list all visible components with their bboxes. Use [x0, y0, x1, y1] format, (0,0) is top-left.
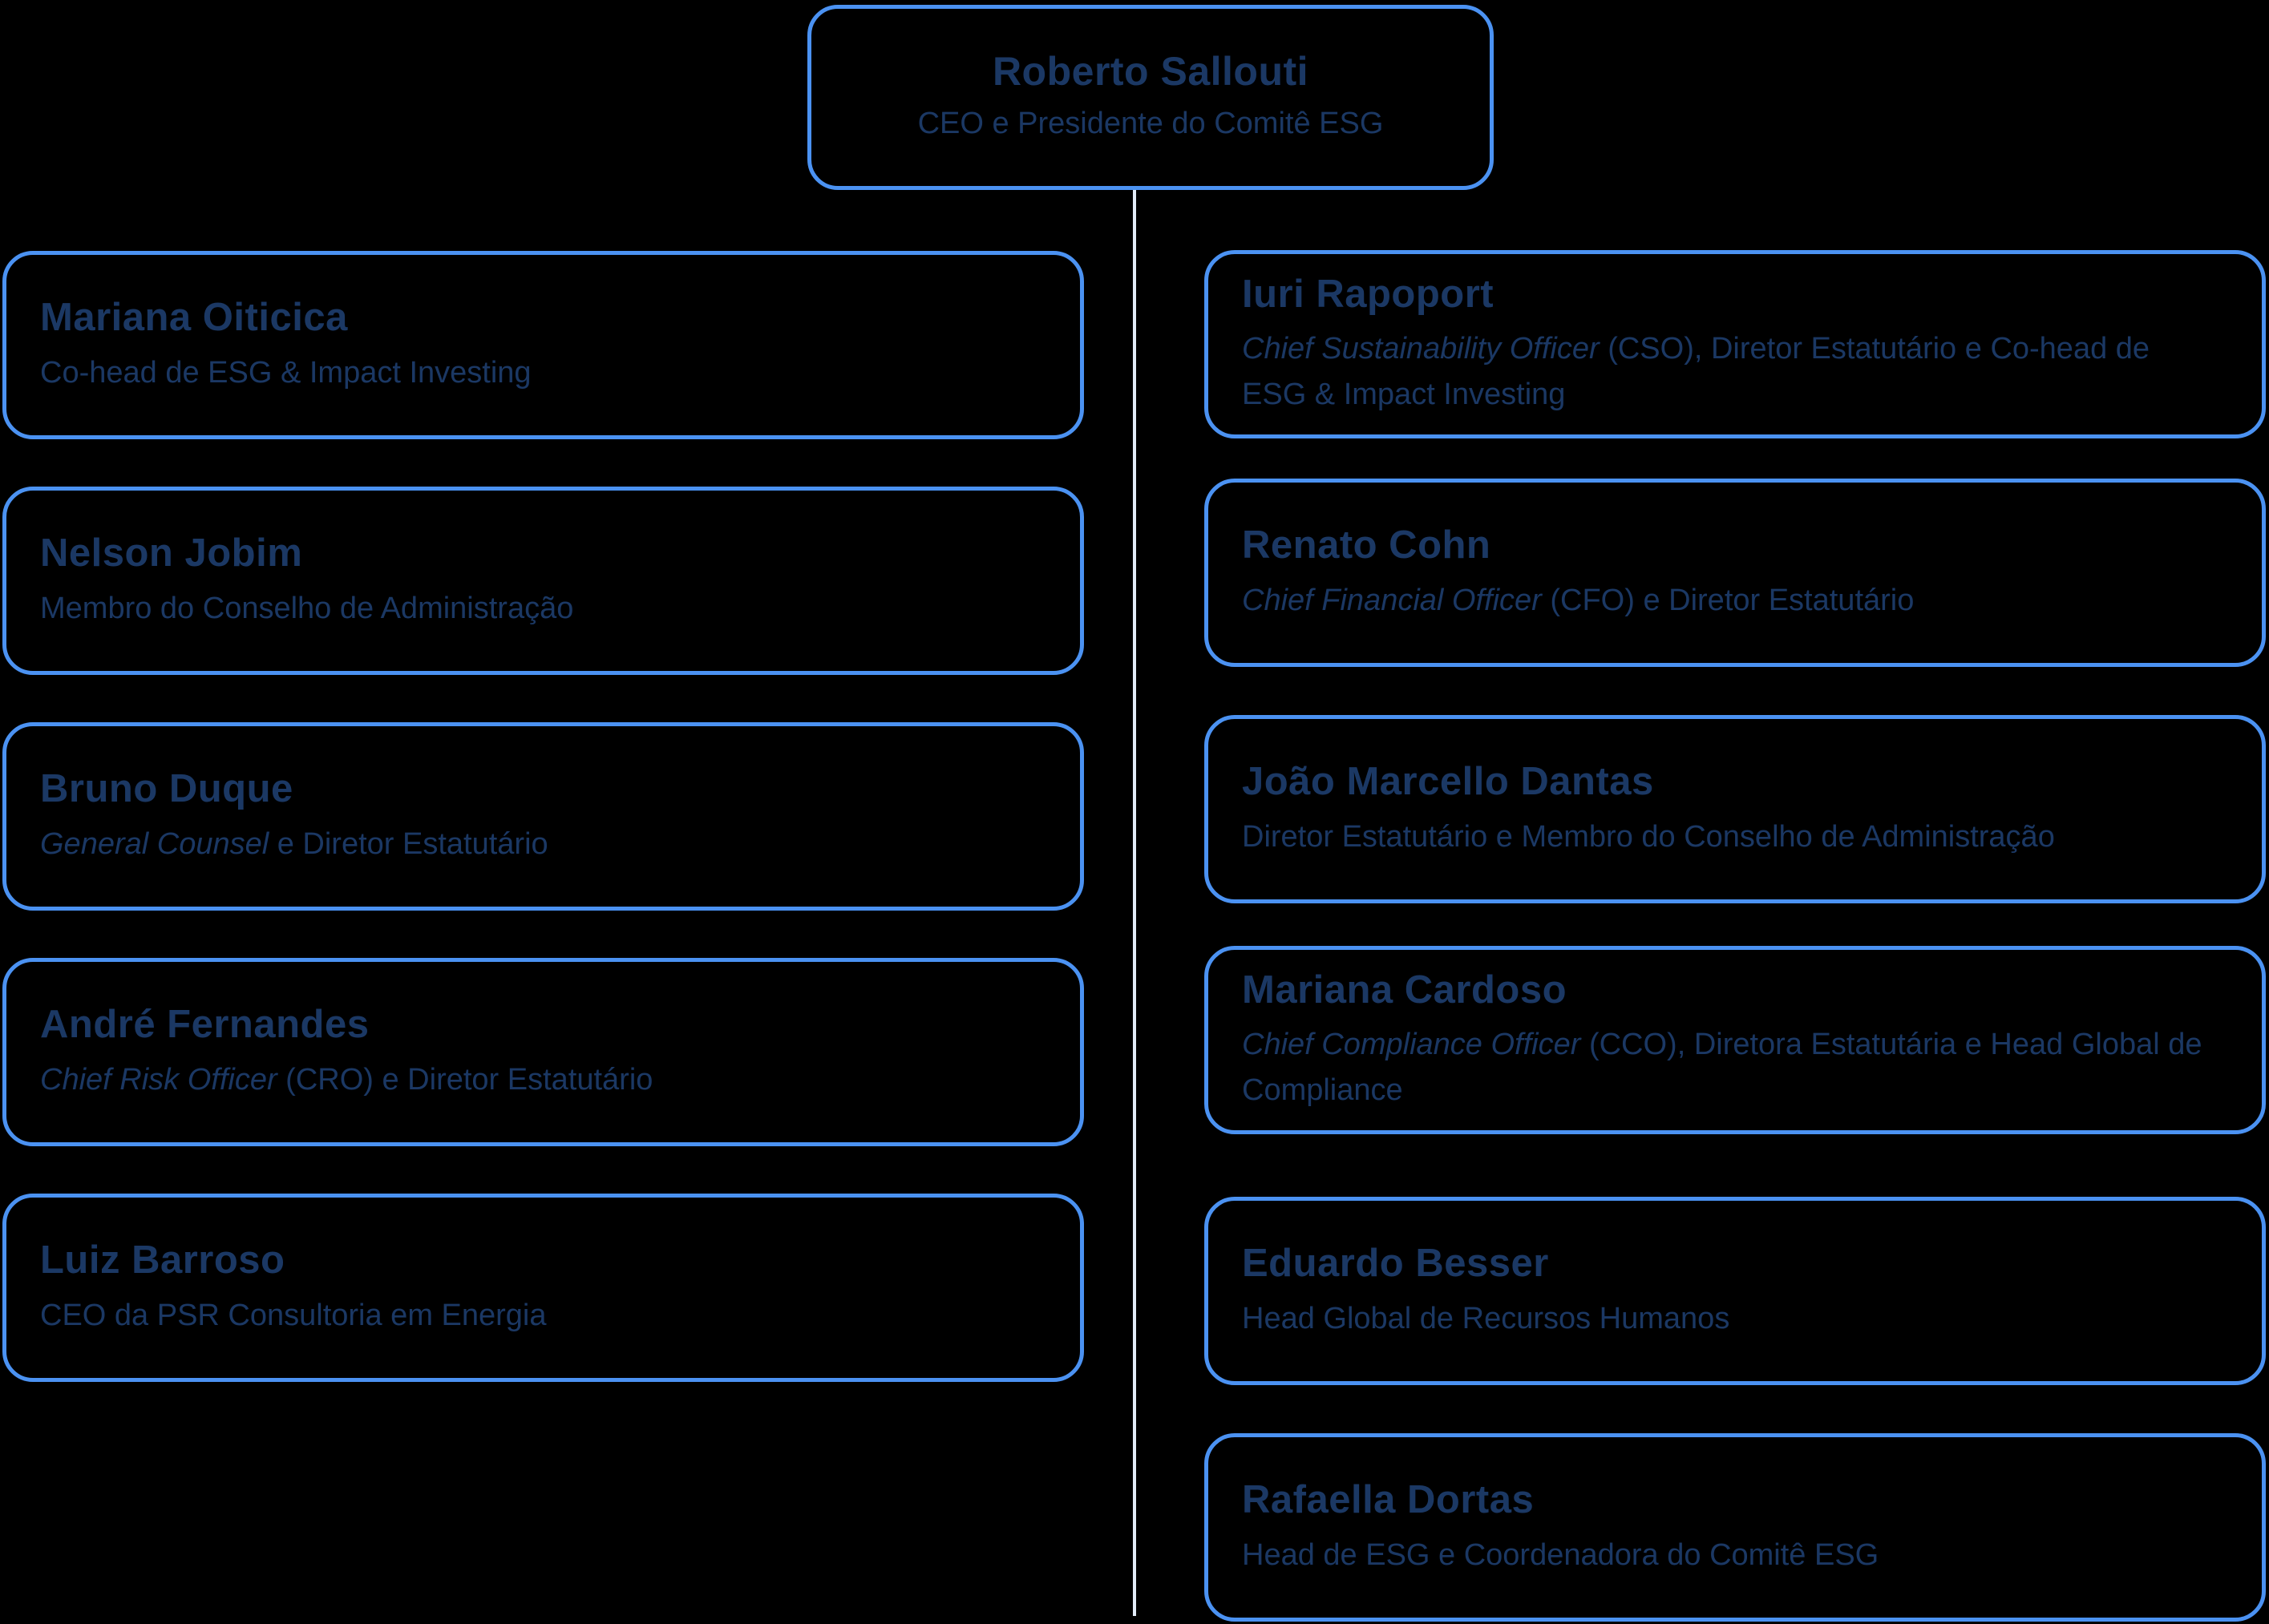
person-card: André Fernandes Chief Risk Officer (CRO)…: [2, 958, 1084, 1146]
person-name: Roberto Sallouti: [992, 48, 1309, 94]
person-card: Mariana Cardoso Chief Compliance Officer…: [1204, 946, 2266, 1134]
title-segment-italic: General Counsel: [40, 826, 269, 861]
person-title: CEO da PSR Consultoria em Energia: [40, 1293, 1002, 1338]
person-title: Diretor Estatutário e Membro do Conselho…: [1242, 814, 2204, 859]
person-title: Head Global de Recursos Humanos: [1242, 1296, 2204, 1341]
person-card-ceo: Roberto Sallouti CEO e Presidente do Com…: [807, 5, 1494, 190]
person-title: Membro do Conselho de Administração: [40, 586, 1002, 631]
title-segment-italic: Chief Sustainability Officer: [1242, 332, 1600, 366]
title-segment: (CSO), Diretor Estatutário e Co-head de …: [1242, 332, 2150, 411]
title-segment: e Diretor Estatutário: [269, 826, 548, 861]
person-card: Luiz Barroso CEO da PSR Consultoria em E…: [2, 1194, 1084, 1382]
person-card: Rafaella Dortas Head de ESG e Coordenado…: [1204, 1433, 2266, 1622]
title-segment: (CFO) e Diretor Estatutário: [1541, 583, 1915, 617]
person-name: André Fernandes: [40, 1003, 370, 1047]
title-segment: CEO e Presidente do Comitê ESG: [917, 107, 1384, 141]
person-name: Bruno Duque: [40, 767, 293, 811]
person-name: Eduardo Besser: [1242, 1242, 1549, 1286]
person-title: Chief Compliance Officer (CCO), Diretora…: [1242, 1022, 2204, 1112]
title-segment-italic: Chief Financial Officer: [1242, 583, 1542, 617]
title-segment-italic: Chief Compliance Officer: [1242, 1028, 1581, 1062]
title-segment: Diretor Estatutário e Membro do Conselho…: [1242, 819, 2055, 854]
person-card: Iuri Rapoport Chief Sustainability Offic…: [1204, 250, 2266, 438]
person-name: Luiz Barroso: [40, 1238, 285, 1283]
person-card: Renato Cohn Chief Financial Officer (CFO…: [1204, 479, 2266, 667]
person-card: João Marcello Dantas Diretor Estatutário…: [1204, 715, 2266, 903]
person-title: Chief Financial Officer (CFO) e Diretor …: [1242, 578, 2204, 623]
person-name: Rafaella Dortas: [1242, 1478, 1535, 1522]
person-title: General Counsel e Diretor Estatutário: [40, 822, 1002, 867]
person-name: Mariana Cardoso: [1242, 968, 1567, 1012]
connector-line: [1133, 190, 1136, 1616]
person-title: Chief Risk Officer (CRO) e Diretor Estat…: [40, 1057, 1002, 1102]
title-segment: Head Global de Recursos Humanos: [1242, 1301, 1730, 1335]
person-name: Mariana Oiticica: [40, 296, 348, 340]
person-card: Bruno Duque General Counsel e Diretor Es…: [2, 722, 1084, 911]
title-segment: (CCO), Diretora Estatutária e Head Globa…: [1242, 1028, 2202, 1107]
left-column: Mariana Oiticica Co-head de ESG & Impact…: [2, 251, 1084, 1382]
title-segment-italic: Chief Risk Officer: [40, 1062, 277, 1097]
right-column: Iuri Rapoport Chief Sustainability Offic…: [1204, 250, 2266, 1622]
person-name: Renato Cohn: [1242, 523, 1491, 568]
title-segment: Membro do Conselho de Administração: [40, 591, 574, 625]
person-title: Head de ESG e Coordenadora do Comitê ESG: [1242, 1533, 2204, 1578]
title-segment: Co-head de ESG & Impact Investing: [40, 355, 532, 390]
person-card: Nelson Jobim Membro do Conselho de Admin…: [2, 487, 1084, 675]
person-name: Iuri Rapoport: [1242, 273, 1494, 317]
title-segment: (CRO) e Diretor Estatutário: [277, 1062, 653, 1097]
person-title: Co-head de ESG & Impact Investing: [40, 350, 1002, 395]
title-segment: CEO da PSR Consultoria em Energia: [40, 1298, 547, 1332]
title-segment: Head de ESG e Coordenadora do Comitê ESG: [1242, 1537, 1879, 1572]
person-name: João Marcello Dantas: [1242, 760, 1654, 804]
person-title: CEO e Presidente do Comitê ESG: [918, 101, 1384, 146]
person-name: Nelson Jobim: [40, 531, 303, 576]
person-card: Mariana Oiticica Co-head de ESG & Impact…: [2, 251, 1084, 439]
person-title: Chief Sustainability Officer (CSO), Dire…: [1242, 326, 2204, 416]
person-card: Eduardo Besser Head Global de Recursos H…: [1204, 1197, 2266, 1385]
